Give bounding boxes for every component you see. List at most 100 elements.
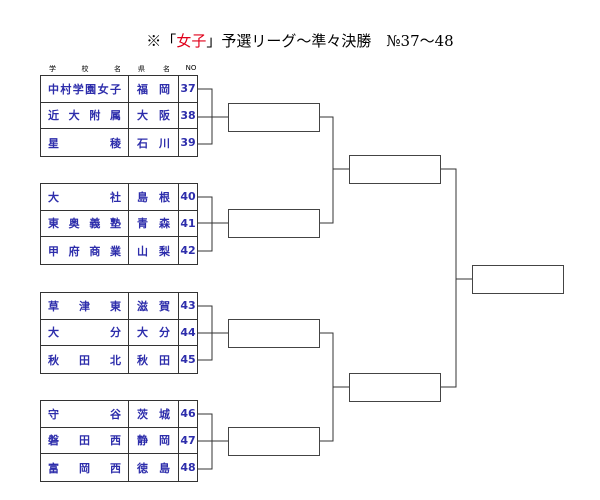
school-char: 村 [60,82,72,96]
school-char: 谷 [110,407,121,421]
school-char: 東 [48,217,59,231]
school-name: 中村学園女子 [41,76,129,102]
prefecture-char: 福 [137,82,148,96]
bracket-slot [228,427,320,456]
school-name: 草津東 [41,293,129,319]
school-name: 守谷 [41,401,129,427]
prefecture-char: 岡 [159,434,170,448]
school-name: 甲府商業 [41,237,129,264]
school-char: 業 [109,244,121,258]
title-prefix: ※「 [146,32,177,50]
bracket-slot [228,103,320,132]
prefecture-name: 青森 [129,210,179,237]
school-char: 西 [110,461,121,475]
prefecture-name: 秋田 [129,346,179,373]
prefecture-char: 静 [137,434,148,448]
school-char: 田 [79,434,90,448]
prefecture-name: 茨城 [129,401,179,427]
prefecture-char: 秋 [137,353,148,367]
prefecture-char: 島 [159,461,170,475]
school-char: 甲 [48,244,59,258]
header-number: NO [185,64,197,72]
bracket-connectors [198,88,472,470]
prefecture-char: 阪 [159,109,170,123]
bracket-slot [349,373,441,402]
prefecture-char: 城 [159,407,170,421]
prefecture-char: 大 [137,109,148,123]
school-char: 草 [48,299,59,313]
school-name: 富岡西 [41,454,129,481]
prefecture-name: 滋賀 [129,293,179,319]
prefecture-char: 岡 [159,82,170,96]
school-name: 東奥義塾 [41,210,129,237]
prefecture-char: 石 [137,136,148,150]
school-char: 奥 [68,217,80,231]
school-char: 富 [48,461,59,475]
team-number: 37 [180,82,196,96]
school-name: 大社 [41,184,129,210]
prefecture-name: 福岡 [129,76,179,102]
school-char: 東 [110,299,121,313]
team-number: 41 [180,216,196,230]
school-char: 田 [79,353,90,367]
school-char: 守 [48,407,59,421]
school-char: 津 [79,299,90,313]
school-char: 近 [48,109,59,123]
header-pref-char: 名 [163,65,170,73]
school-char: 稜 [110,136,121,150]
school-char: 北 [110,353,121,367]
prefecture-name: 山梨 [129,237,179,264]
prefecture-char: 梨 [159,244,170,258]
team-number: 38 [180,108,196,122]
prefecture-char: 茨 [137,407,148,421]
prefecture-name: 大阪 [129,102,179,129]
school-char: 西 [110,434,121,448]
school-char: 女 [97,82,109,96]
title-suffix: 」予選リーグ～準々決勝 №37～48 [206,32,454,50]
header-prefecture: 県 名 [129,64,179,74]
bracket-slot [228,209,320,238]
school-char: 岡 [79,461,90,475]
team-number: 44 [180,325,196,339]
school-char: 学 [72,82,84,96]
school-name: 星稜 [41,129,129,156]
school-char: 中 [48,82,59,96]
prefecture-name: 徳島 [129,454,179,481]
prefecture-char: 川 [159,136,170,150]
school-char: 府 [68,244,80,258]
prefecture-char: 滋 [137,299,148,313]
school-char: 大 [48,190,59,204]
team-number: 43 [180,299,196,313]
header-school-char: 学 [49,65,56,73]
school-char: 子 [109,82,121,96]
prefecture-char: 山 [137,244,148,258]
school-char: 大 [68,109,80,123]
school-char: 属 [109,109,121,123]
prefecture-char: 大 [137,326,148,340]
school-char: 星 [48,136,59,150]
team-number: 48 [180,461,196,475]
prefecture-name: 静岡 [129,427,179,454]
school-char: 塾 [109,217,121,231]
header-pref-char: 県 [138,65,145,73]
school-name: 磐田西 [41,427,129,454]
prefecture-name: 石川 [129,129,179,156]
prefecture-char: 根 [159,190,170,204]
prefecture-char: 徳 [137,461,148,475]
school-char: 園 [85,82,97,96]
school-char: 大 [48,326,59,340]
school-char: 秋 [48,353,59,367]
prefecture-char: 島 [137,190,148,204]
school-char: 磐 [48,434,59,448]
header-school-char: 校 [81,65,89,73]
school-char: 附 [89,109,101,123]
